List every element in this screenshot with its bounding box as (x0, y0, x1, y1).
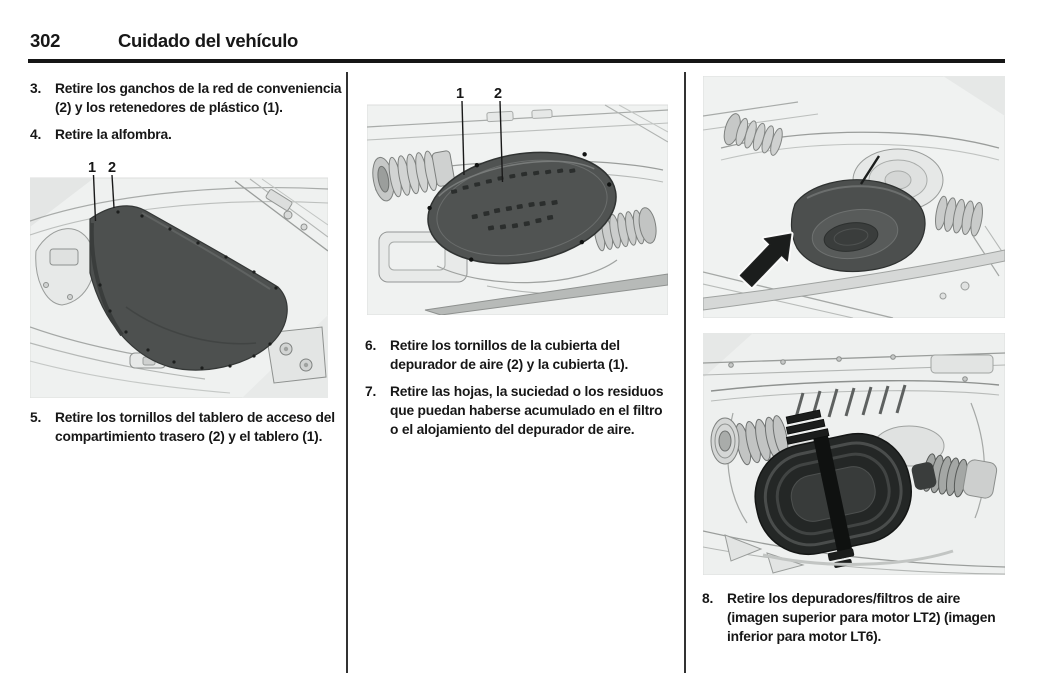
removal-arrow-icon (737, 231, 794, 289)
step-8: 8. Retire los depuradores/filtros de air… (702, 589, 1018, 646)
step-5: 5. Retire los tornillos del tablero de a… (30, 408, 342, 446)
column-divider (346, 72, 348, 673)
step-6-text: Retire los tornillos de la cubierta del … (390, 338, 629, 372)
step-3-number: 3. (30, 81, 42, 96)
step-6: 6. Retire los tornillos de la cubierta d… (365, 336, 671, 374)
cover-screws (427, 152, 612, 262)
callout-1-label: 1 (88, 160, 96, 176)
figure-callouts: 1 2 (456, 86, 504, 183)
step-7-number: 7. (365, 384, 377, 399)
pointer-line (859, 155, 881, 185)
figure-air-cleaner-cover: 1 2 (367, 86, 668, 315)
page-number: 302 (30, 30, 61, 51)
step-8-number: 8. (702, 591, 714, 606)
air-filter-boot-shape (790, 179, 926, 273)
header-rule (28, 59, 1005, 63)
step-7: 7. Retire las hojas, la suciedad o los r… (365, 382, 671, 439)
left-intake-duct (723, 113, 783, 156)
left-intake-duct (710, 415, 789, 466)
step-7-text: Retire las hojas, la suciedad o los resi… (390, 384, 664, 437)
air-cleaner-cover-shape (427, 151, 617, 265)
step-5-text: Retire los tornillos del tablero de acce… (55, 410, 335, 444)
engine-slats (793, 384, 907, 422)
access-panel-shape (89, 205, 288, 371)
duct-connector (911, 462, 937, 490)
figure-air-filter-removal (703, 76, 1005, 318)
column-divider (684, 72, 686, 673)
left-intake-duct (372, 150, 456, 202)
callout-2-label: 2 (494, 86, 502, 102)
step-4-number: 4. (30, 127, 42, 142)
air-filters-shape (754, 409, 913, 568)
callout-1-label: 1 (456, 86, 464, 102)
figure-dual-air-filters (703, 333, 1005, 575)
step-4: 4. Retire la alfombra. (30, 125, 342, 144)
step-3: 3. Retire los ganchos de la red de conve… (30, 79, 342, 117)
callout-2-label: 2 (108, 160, 116, 176)
figure-callouts: 1 2 (88, 160, 116, 222)
step-8-text: Retire los depuradores/filtros de aire (… (727, 591, 996, 644)
step-6-number: 6. (365, 338, 377, 353)
figure-rear-access-panel: 1 2 (30, 160, 328, 398)
page-title: Cuidado del vehículo (118, 30, 299, 51)
panel-screws (98, 210, 278, 370)
step-5-number: 5. (30, 410, 42, 425)
step-4-text: Retire la alfombra. (55, 127, 172, 142)
step-3-text: Retire los ganchos de la red de convenie… (55, 81, 342, 115)
right-intake-duct (935, 195, 983, 237)
cover-vent-slots (450, 168, 576, 231)
